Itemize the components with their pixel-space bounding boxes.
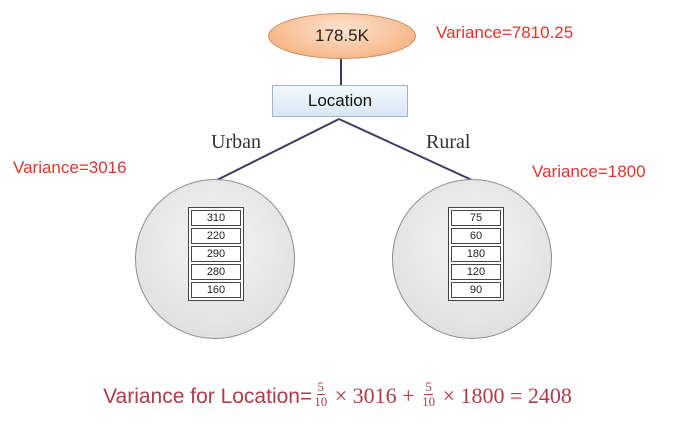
formula-lead: Variance for Location=: [103, 385, 313, 408]
urban-variance: Variance=3016: [13, 158, 127, 177]
rural-edge: [338, 118, 475, 182]
root-node: 178.5K: [268, 13, 416, 59]
list-item: 60: [451, 228, 501, 244]
branch-label-urban: Urban: [211, 131, 261, 153]
list-item: 75: [451, 210, 501, 226]
fraction-numerator: 5: [316, 379, 325, 396]
fraction-numerator: 5: [424, 379, 433, 396]
urban-values-list: 310 220 290 280 160: [188, 207, 244, 301]
list-item: 220: [191, 228, 241, 244]
fraction-denominator: 10: [314, 394, 328, 410]
list-item: 290: [191, 246, 241, 262]
list-item: 280: [191, 264, 241, 280]
list-item: 310: [191, 210, 241, 226]
branch-label-rural: Rural: [426, 131, 471, 153]
root-variance: Variance=7810.25: [436, 23, 574, 42]
fraction-denominator: 10: [422, 394, 436, 410]
root-value: 178.5K: [315, 26, 369, 45]
formula-term-rural: × 1800 = 2408: [442, 383, 572, 408]
list-item: 120: [451, 264, 501, 280]
split-node-location: Location: [272, 85, 408, 117]
list-item: 90: [451, 282, 501, 298]
list-item: 180: [451, 246, 501, 262]
rural-variance: Variance=1800: [532, 162, 646, 181]
urban-edge: [214, 118, 340, 182]
list-item: 160: [191, 282, 241, 298]
formula-term-urban: × 3016 +: [334, 383, 415, 408]
split-label: Location: [307, 91, 373, 110]
rural-values-list: 75 60 180 120 90: [448, 207, 504, 301]
